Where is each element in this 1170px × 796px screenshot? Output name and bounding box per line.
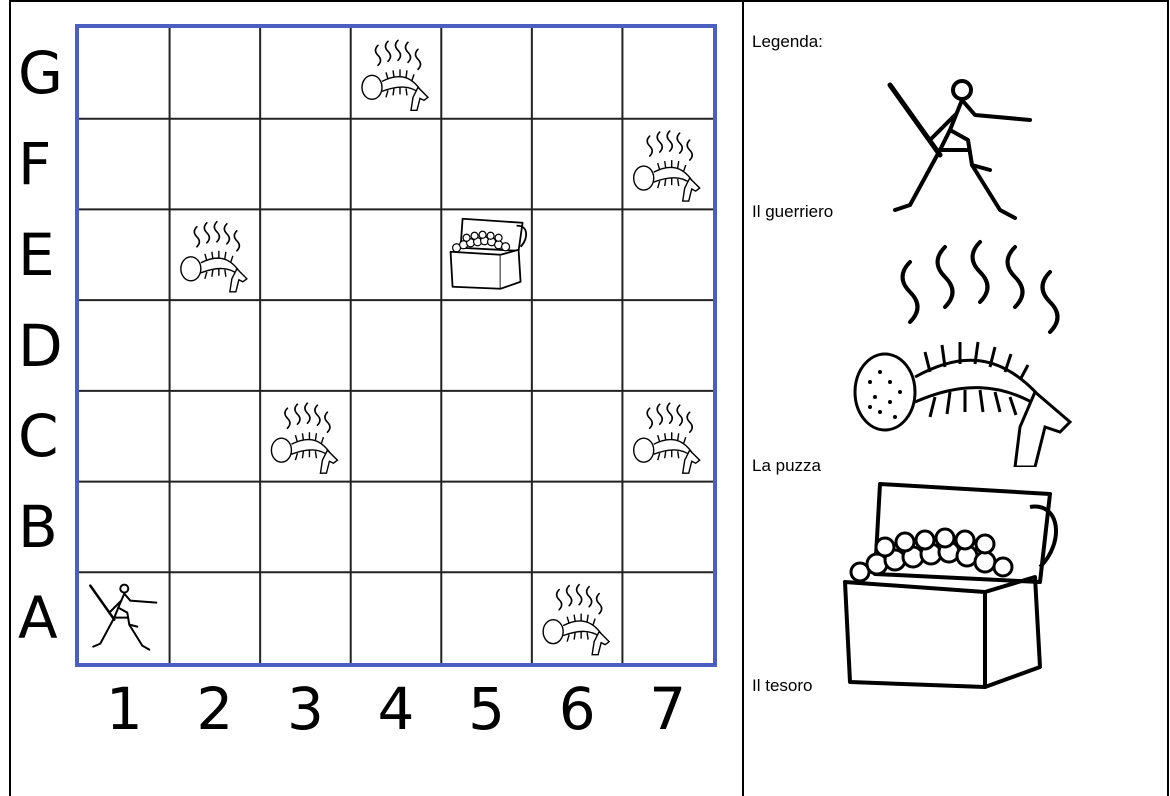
- stench-icon: [850, 232, 1090, 467]
- left-border: [9, 0, 11, 796]
- column-label: 5: [442, 680, 532, 738]
- stench-icon: [181, 222, 247, 292]
- row-label: C: [18, 407, 74, 465]
- row-label: F: [18, 135, 74, 193]
- stench-icon: [362, 40, 428, 110]
- column-label: 3: [260, 680, 350, 738]
- warrior-icon: [90, 585, 156, 650]
- column-label: 4: [351, 680, 441, 738]
- divider-line: [742, 0, 744, 796]
- row-label: E: [18, 226, 74, 284]
- row-label: D: [18, 317, 74, 375]
- column-label: 2: [170, 680, 260, 738]
- game-board: [75, 24, 717, 667]
- right-border: [1167, 0, 1169, 796]
- warrior-icon: [880, 70, 1040, 220]
- legend-title: Legenda:: [752, 32, 823, 52]
- legend-label-treasure: Il tesoro: [752, 676, 812, 696]
- top-border: [9, 0, 1169, 2]
- stench-icon: [634, 403, 700, 473]
- stench-icon: [543, 585, 609, 655]
- row-label: A: [18, 589, 74, 647]
- stench-icon: [271, 403, 337, 473]
- stench-icon: [634, 131, 700, 201]
- row-label: G: [18, 44, 74, 102]
- treasure-icon: [835, 482, 1065, 692]
- column-label: 6: [532, 680, 622, 738]
- treasure-icon: [451, 219, 527, 289]
- row-label: B: [18, 498, 74, 556]
- column-label: 7: [623, 680, 713, 738]
- board-grid: [79, 28, 713, 663]
- column-label: 1: [79, 680, 169, 738]
- legend-label-warrior: Il guerriero: [752, 202, 833, 222]
- legend-label-stench: La puzza: [752, 456, 821, 476]
